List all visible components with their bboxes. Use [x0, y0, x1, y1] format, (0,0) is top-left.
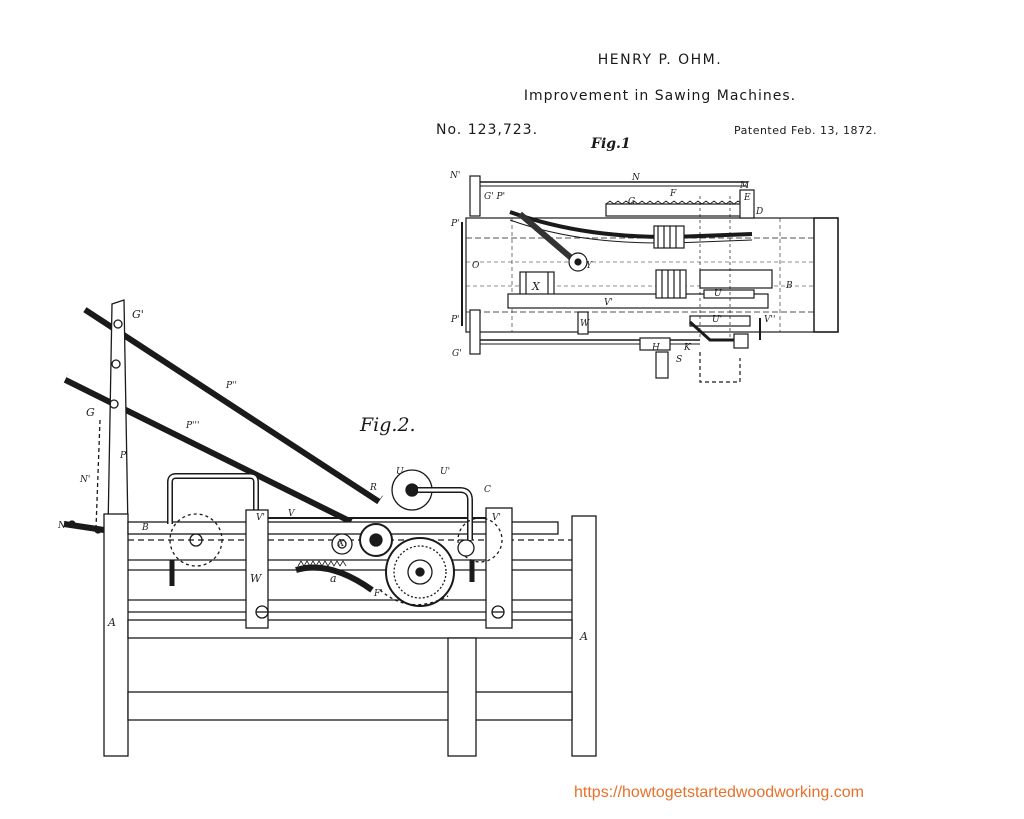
fig1-letter: P' [450, 219, 460, 229]
fig1-letter: G [628, 197, 635, 207]
fig2-letter: X [337, 539, 345, 549]
fig2-letter: A [107, 616, 116, 629]
fig1-letter: O [472, 261, 480, 271]
fig2-letter: V [288, 509, 296, 519]
fig2-letter: V' [492, 513, 501, 523]
fig2-letter: N [57, 521, 67, 531]
fig1-letter: G' P' [484, 192, 505, 202]
fig2-letter: N' [79, 475, 90, 485]
fig1-letter: M [739, 181, 750, 191]
fig2-letter: P''' [185, 421, 199, 431]
fig1-letter: U' [712, 315, 722, 325]
fig2-letter: G' [132, 308, 144, 321]
fig2-letter: A [579, 630, 588, 643]
fig2-letter: U [396, 467, 404, 477]
source-url-link[interactable]: https://howtogetstartedwoodworking.com [574, 784, 864, 801]
fig1-letter: K [683, 343, 692, 353]
fig1-letter: E [743, 193, 751, 203]
fig1-letter: N [631, 173, 641, 183]
fig1-letter: S [676, 355, 682, 365]
fig1-letter: N' [449, 171, 460, 181]
figure-2-letters: G' P'' P''' G P N' N B V V' V' U U' R C … [57, 308, 588, 643]
figure-1-letters: N' N G' P' P' P' G' O Y X G F V' B U U' … [449, 171, 793, 365]
fig1-letter: F [669, 189, 677, 199]
fig1-letter: V'' [764, 315, 775, 325]
fig1-letter: X [531, 280, 541, 293]
fig2-letter: P'' [225, 381, 237, 391]
fig1-letter: W [580, 319, 590, 329]
fig1-letter: H [651, 343, 660, 353]
fig2-letter: U' [440, 467, 450, 477]
fig1-letter: G' [452, 349, 462, 359]
fig1-letter: V' [604, 298, 613, 308]
fig2-letter: W [250, 572, 263, 585]
fig2-letter: a [330, 572, 337, 585]
figure-2-label: Fig.2. [360, 414, 416, 436]
fig2-letter: C [484, 485, 491, 495]
fig2-letter: R [369, 483, 377, 493]
figure-1-plan-view [461, 175, 839, 383]
patent-number: No. 123,723. [436, 122, 539, 138]
fig2-letter: F' [373, 589, 383, 599]
figure-2-elevation [63, 299, 597, 757]
inventor-name: HENRY P. OHM. [597, 52, 723, 68]
fig2-letter: B [141, 523, 149, 533]
fig1-letter: U [714, 289, 722, 299]
fig2-letter: V' [256, 513, 265, 523]
fig1-letter: B [785, 281, 793, 291]
fig1-letter: P' [450, 315, 460, 325]
fig1-letter: D [755, 207, 763, 217]
fig2-letter: P [119, 451, 127, 461]
patent-title: Improvement in Sawing Machines. [523, 88, 797, 104]
fig1-letter: Y [586, 261, 593, 271]
patent-date: Patented Feb. 13, 1872. [734, 124, 877, 137]
fig2-letter: G [86, 406, 95, 419]
figure-1-label: Fig.1 [591, 136, 631, 152]
